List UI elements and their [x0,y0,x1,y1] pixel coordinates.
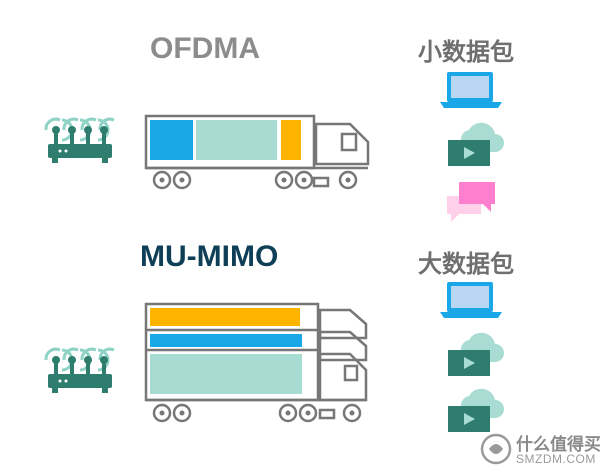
cloud-video-icon [445,384,505,436]
mu-mimo-title: MU-MIMO [140,240,279,273]
large-packet-label: 大数据包 [418,251,514,278]
router-icon [40,342,120,398]
stacked-trucks-icon [140,300,390,430]
small-packet-label: 小数据包 [418,39,514,66]
chat-bubbles-icon [445,180,501,226]
laptop-icon [440,280,502,320]
cloud-video-icon [445,118,505,170]
laptop-icon [440,70,502,110]
watermark-text: 什么值得买 [516,435,600,454]
truck-icon [140,112,380,192]
watermark-logo-icon [480,433,512,465]
router-icon [40,112,120,168]
ofdma-title: OFDMA [150,32,260,65]
cloud-video-icon [445,328,505,380]
watermark-domain: SMZDM.COM [516,452,596,466]
watermark: 什么值得买 SMZDM.COM [480,430,600,468]
